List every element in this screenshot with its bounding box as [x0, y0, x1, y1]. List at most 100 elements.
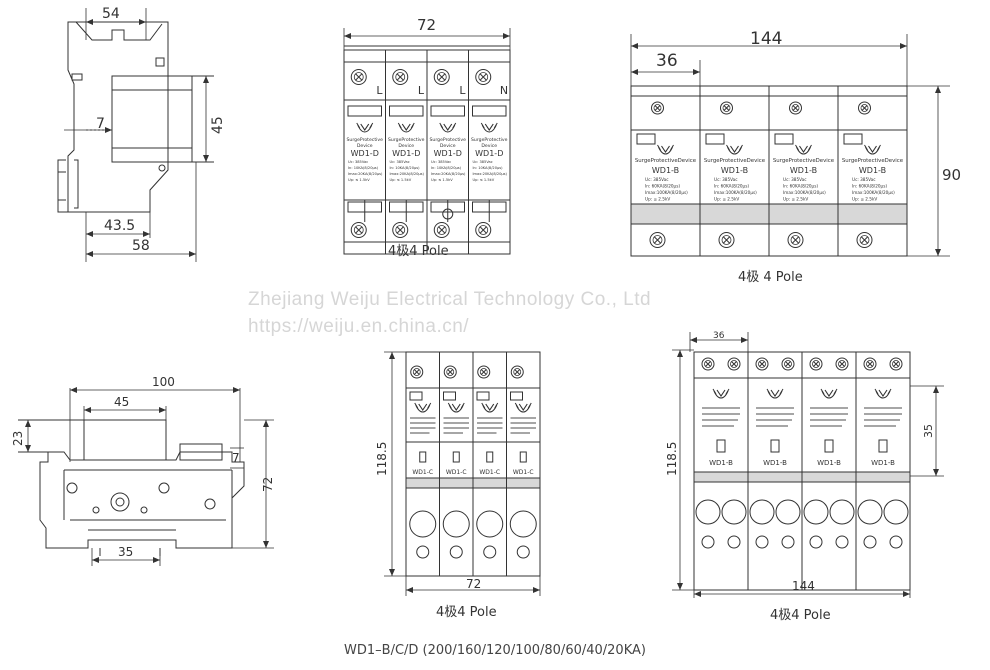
dim-front-b-width: 144	[750, 29, 782, 49]
model-label: WD1-D	[475, 149, 503, 158]
terminal-hole	[775, 499, 801, 525]
module-body	[837, 85, 908, 257]
brand-text: Device	[440, 143, 456, 149]
terminal-screw-icon	[858, 101, 871, 115]
spec-line: In: 10KA(8/20μs)	[390, 166, 421, 170]
brand-logo-icon	[766, 388, 784, 399]
model-label: WD1-B	[871, 459, 895, 467]
module-dividers	[405, 352, 440, 576]
terminal-screw-icon	[651, 101, 664, 115]
status-window	[774, 133, 794, 145]
model-label: WD1-B	[790, 166, 817, 175]
spec-line: Up: ≤ 2.5kV	[852, 197, 877, 202]
status-window	[476, 391, 490, 401]
terminal-hole	[695, 499, 721, 525]
status-window	[705, 133, 725, 145]
terminal-screw-icon	[718, 232, 735, 248]
terminal-hole	[442, 510, 470, 538]
wd1-c-module: WD1-C	[506, 352, 540, 576]
pole-mark: L	[376, 84, 383, 97]
wd1-c-module: WD1-C	[439, 352, 473, 576]
brand-text: SurgeProtectiveDevice	[842, 158, 904, 164]
brand-text: SurgeProtectiveDevice	[635, 158, 697, 164]
indicator-window	[716, 439, 726, 453]
terminal-screw-icon	[410, 365, 424, 379]
wd1-b-large-module: WD1-B	[801, 352, 856, 590]
spec-line: Up: ≤ 2.5kV	[714, 197, 739, 202]
dim-side-offset: 7	[96, 116, 105, 132]
dim-wide-rail: 35	[118, 545, 133, 559]
dim-side-depth-total: 58	[132, 238, 150, 254]
terminal-hole	[829, 499, 855, 525]
spec-lines-block	[702, 407, 740, 427]
brand-logo-icon	[863, 144, 882, 155]
module-dividers	[439, 352, 473, 576]
view-side-wide	[18, 419, 245, 556]
terminal-hole	[509, 510, 537, 538]
dim-front-c-width: 72	[466, 577, 481, 591]
terminal-screw-icon	[727, 357, 741, 371]
watermark-url: https://weiju.en.china.cn/	[248, 316, 470, 337]
module-dividers	[700, 95, 769, 225]
terminal-screw	[727, 535, 741, 549]
spec-line: Up: ≤ 1.5kV	[390, 178, 412, 182]
dim-side-width-top: 54	[102, 6, 120, 22]
model-label: WD1-B	[817, 459, 841, 467]
brand-logo-icon	[439, 122, 457, 133]
ground-symbol-icon	[442, 208, 454, 220]
watermark-company: Zhejiang Weiju Electrical Technology Co.…	[248, 289, 652, 310]
model-label: WD1-D	[392, 149, 420, 158]
caption-front-b-large: 4极4 Pole	[770, 608, 831, 623]
module-dividers	[506, 352, 540, 576]
spec-line: Imax:100KA(8/20μs)	[714, 190, 757, 195]
spec-line: In: 10KA(8/20μs)	[431, 166, 462, 170]
spec-line: Imax:20KA(8/20μs)	[390, 172, 425, 176]
dim-wide-top: 23	[11, 431, 25, 446]
terminal-screw-icon	[649, 232, 666, 248]
terminal-screw	[781, 535, 795, 549]
brand-logo-icon	[514, 402, 532, 413]
spec-lines-block	[864, 407, 902, 427]
module-dividers	[855, 352, 910, 590]
spec-line: Imax:100KA(8/20μs)	[645, 190, 688, 195]
wd1-b-large-module: WD1-B	[693, 352, 748, 590]
spec-line: In: 10KA(8/20μs)	[473, 166, 504, 170]
brand-text: Device	[357, 143, 373, 149]
series-title: WD1–B/C/D (200/160/120/100/80/60/40/20KA…	[344, 643, 646, 658]
dim-front-d-width: 72	[417, 16, 436, 34]
brand-logo-icon	[397, 122, 415, 133]
wd1-c-module: WD1-C	[472, 352, 507, 576]
spec-line: In: 60KA(8/20μs)	[645, 184, 680, 189]
module-dividers	[472, 352, 507, 576]
model-label: WD1-B	[859, 166, 886, 175]
spec-line: Uc: 385Vac	[852, 177, 876, 182]
model-label: WD1-C	[412, 469, 433, 476]
terminal-screw	[889, 535, 903, 549]
terminal-screw-icon	[863, 357, 877, 371]
terminal-screw-icon	[889, 357, 903, 371]
caption-front-c: 4极4 Pole	[436, 605, 497, 620]
brand-logo-icon	[712, 388, 730, 399]
wd1-b-large-module: WD1-B	[855, 352, 910, 590]
dim-front-bl-pitch: 35	[922, 424, 935, 438]
dim-wide-inner: 45	[114, 395, 129, 409]
brand-text: SurgeProtectiveDevice	[773, 158, 835, 164]
terminal-screw	[516, 545, 530, 559]
terminal-screw-icon	[835, 357, 849, 371]
brand-logo-icon	[794, 144, 813, 155]
dim-wide-total: 100	[152, 375, 175, 389]
view-side-profile-dims	[64, 8, 209, 262]
terminal-screw-icon	[443, 365, 457, 379]
module-dividers	[427, 61, 469, 243]
status-window	[430, 105, 465, 117]
spec-line: Imax:100KA(8/20μs)	[852, 190, 895, 195]
terminal-screw-icon	[475, 69, 492, 85]
terminal-screw-icon	[787, 232, 804, 248]
model-label: WD1-B	[652, 166, 679, 175]
brand-text: Device	[398, 143, 414, 149]
